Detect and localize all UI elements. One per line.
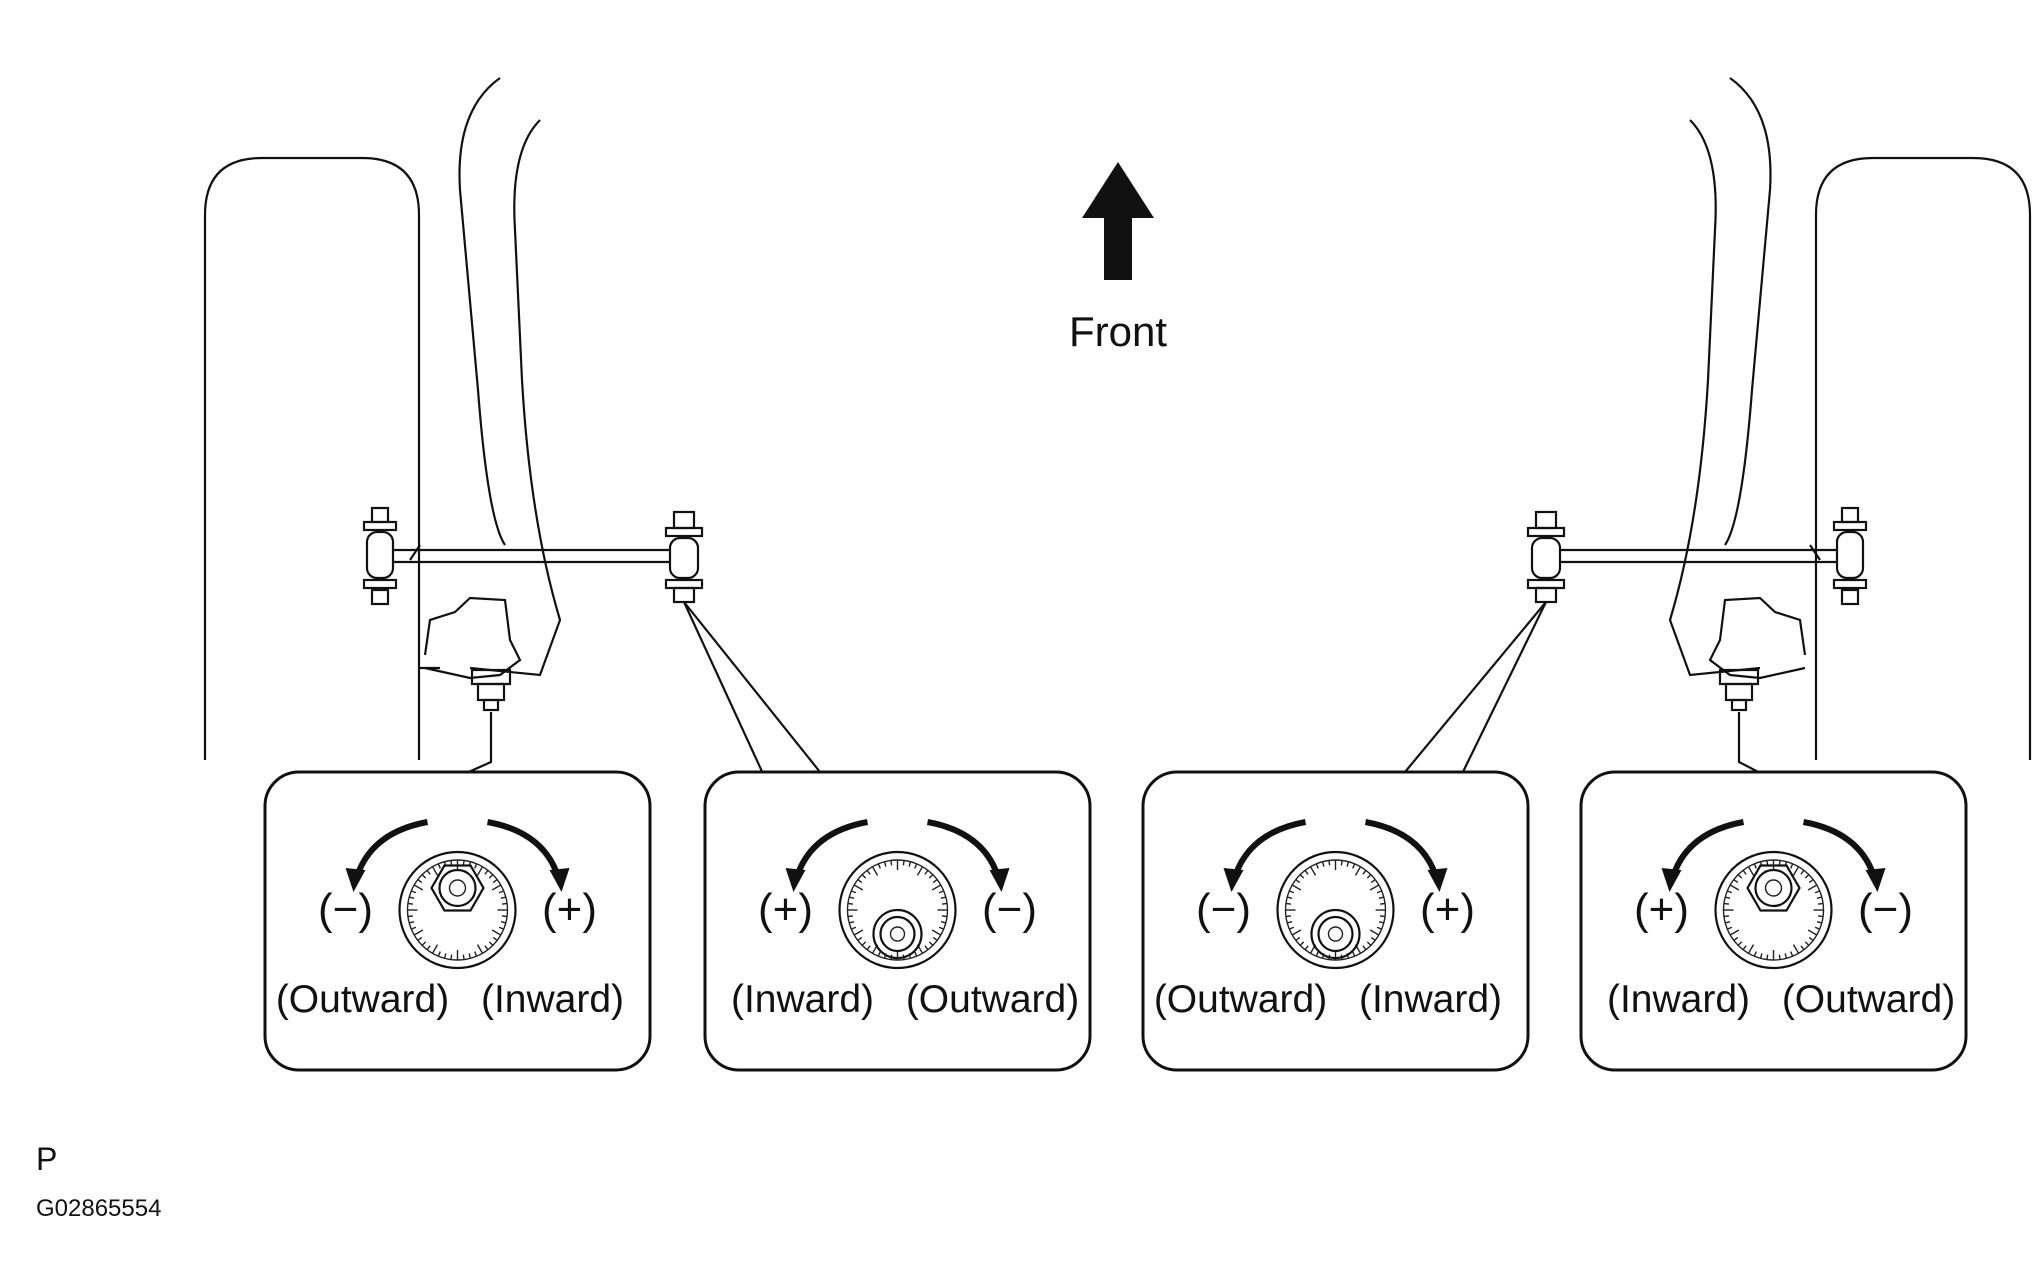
right-knuckle-inner bbox=[1668, 119, 1761, 677]
callout-box bbox=[703, 770, 1092, 1072]
leader-line-2b bbox=[683, 601, 766, 779]
left-knuckle bbox=[458, 77, 506, 546]
cam-dial-icon bbox=[398, 850, 517, 970]
callout-panel-front-left-lower: (−) (+) (Outward) (Inward) bbox=[263, 770, 652, 1072]
left-direction-label: (Outward) bbox=[276, 978, 449, 1021]
right-direction-label: (Inward) bbox=[481, 978, 624, 1021]
leader-line-4 bbox=[1737, 712, 1771, 779]
right-direction-label: (Inward) bbox=[1359, 978, 1502, 1021]
left-sign-label: (+) bbox=[1634, 885, 1689, 934]
figure-id: G02865554 bbox=[36, 1195, 161, 1222]
callout-panel-front-right-upper: (−) (+) (Outward) (Inward) bbox=[1141, 770, 1530, 1072]
left-direction-label: (Inward) bbox=[731, 978, 874, 1021]
left-direction-label: (Outward) bbox=[1154, 978, 1327, 1021]
cam-bolt-icon bbox=[872, 908, 923, 960]
left-direction-label: (Inward) bbox=[1607, 978, 1750, 1021]
left-lower-cam-nut bbox=[470, 668, 512, 712]
rotate-left-arrow-icon bbox=[1661, 819, 1745, 892]
rotate-left-arrow-icon bbox=[785, 819, 869, 892]
callout-panel-front-right-lower: (+) (−) (Inward) (Outward) bbox=[1579, 770, 1968, 1072]
rotate-left-arrow-icon bbox=[345, 819, 429, 892]
cam-bolt-icon bbox=[430, 864, 485, 912]
rotate-right-arrow-icon bbox=[1802, 819, 1886, 892]
left-tire bbox=[203, 156, 421, 760]
cam-dial-icon bbox=[838, 850, 957, 970]
rotate-right-arrow-icon bbox=[1364, 819, 1448, 892]
left-sign-label: (+) bbox=[758, 885, 813, 934]
leader-line-3b bbox=[1459, 601, 1547, 779]
left-knuckle-inner bbox=[469, 119, 562, 677]
left-sign-label: (−) bbox=[318, 885, 373, 934]
left-inner-bolt bbox=[664, 510, 704, 604]
right-arm-bracket bbox=[1708, 596, 1807, 680]
right-inner-bolt bbox=[1526, 510, 1566, 604]
right-direction-label: (Outward) bbox=[1782, 978, 1955, 1021]
cam-bolt-icon bbox=[1310, 908, 1361, 960]
right-direction-label: (Outward) bbox=[906, 978, 1079, 1021]
right-sign-label: (+) bbox=[1420, 885, 1475, 934]
callout-panels: (−) (+) (Outward) (Inward) (+) (−) (Inward) (Ou… bbox=[263, 770, 1968, 1072]
rotate-right-arrow-icon bbox=[486, 819, 570, 892]
right-knuckle bbox=[1724, 77, 1772, 546]
rotate-right-arrow-icon bbox=[926, 819, 1010, 892]
leader-line-3 bbox=[1404, 601, 1547, 773]
rotate-left-arrow-icon bbox=[1223, 819, 1307, 892]
leader-line-1 bbox=[454, 712, 493, 780]
callout-panel-front-left-upper: (+) (−) (Inward) (Outward) bbox=[703, 770, 1092, 1072]
right-sign-label: (+) bbox=[542, 885, 597, 934]
cam-dial-icon bbox=[1714, 850, 1833, 970]
right-sign-label: (−) bbox=[1858, 885, 1913, 934]
callout-box bbox=[1141, 770, 1530, 1072]
right-lower-cam-nut bbox=[1718, 668, 1760, 712]
left-sign-label: (−) bbox=[1196, 885, 1251, 934]
right-outer-bolt bbox=[1832, 506, 1868, 606]
callout-box bbox=[263, 770, 652, 1072]
right-tire bbox=[1814, 156, 2032, 760]
left-outer-bolt bbox=[362, 506, 398, 606]
right-sign-label: (−) bbox=[982, 885, 1037, 934]
cam-dial-icon bbox=[1276, 850, 1395, 970]
cam-bolt-icon bbox=[1746, 864, 1801, 912]
code-letter: P bbox=[36, 1141, 57, 1177]
front-arrow-icon bbox=[1082, 162, 1154, 280]
left-arm-bracket bbox=[423, 596, 522, 680]
callout-box bbox=[1579, 770, 1968, 1072]
leader-line-2 bbox=[683, 601, 821, 773]
front-label: Front bbox=[1069, 308, 1167, 355]
